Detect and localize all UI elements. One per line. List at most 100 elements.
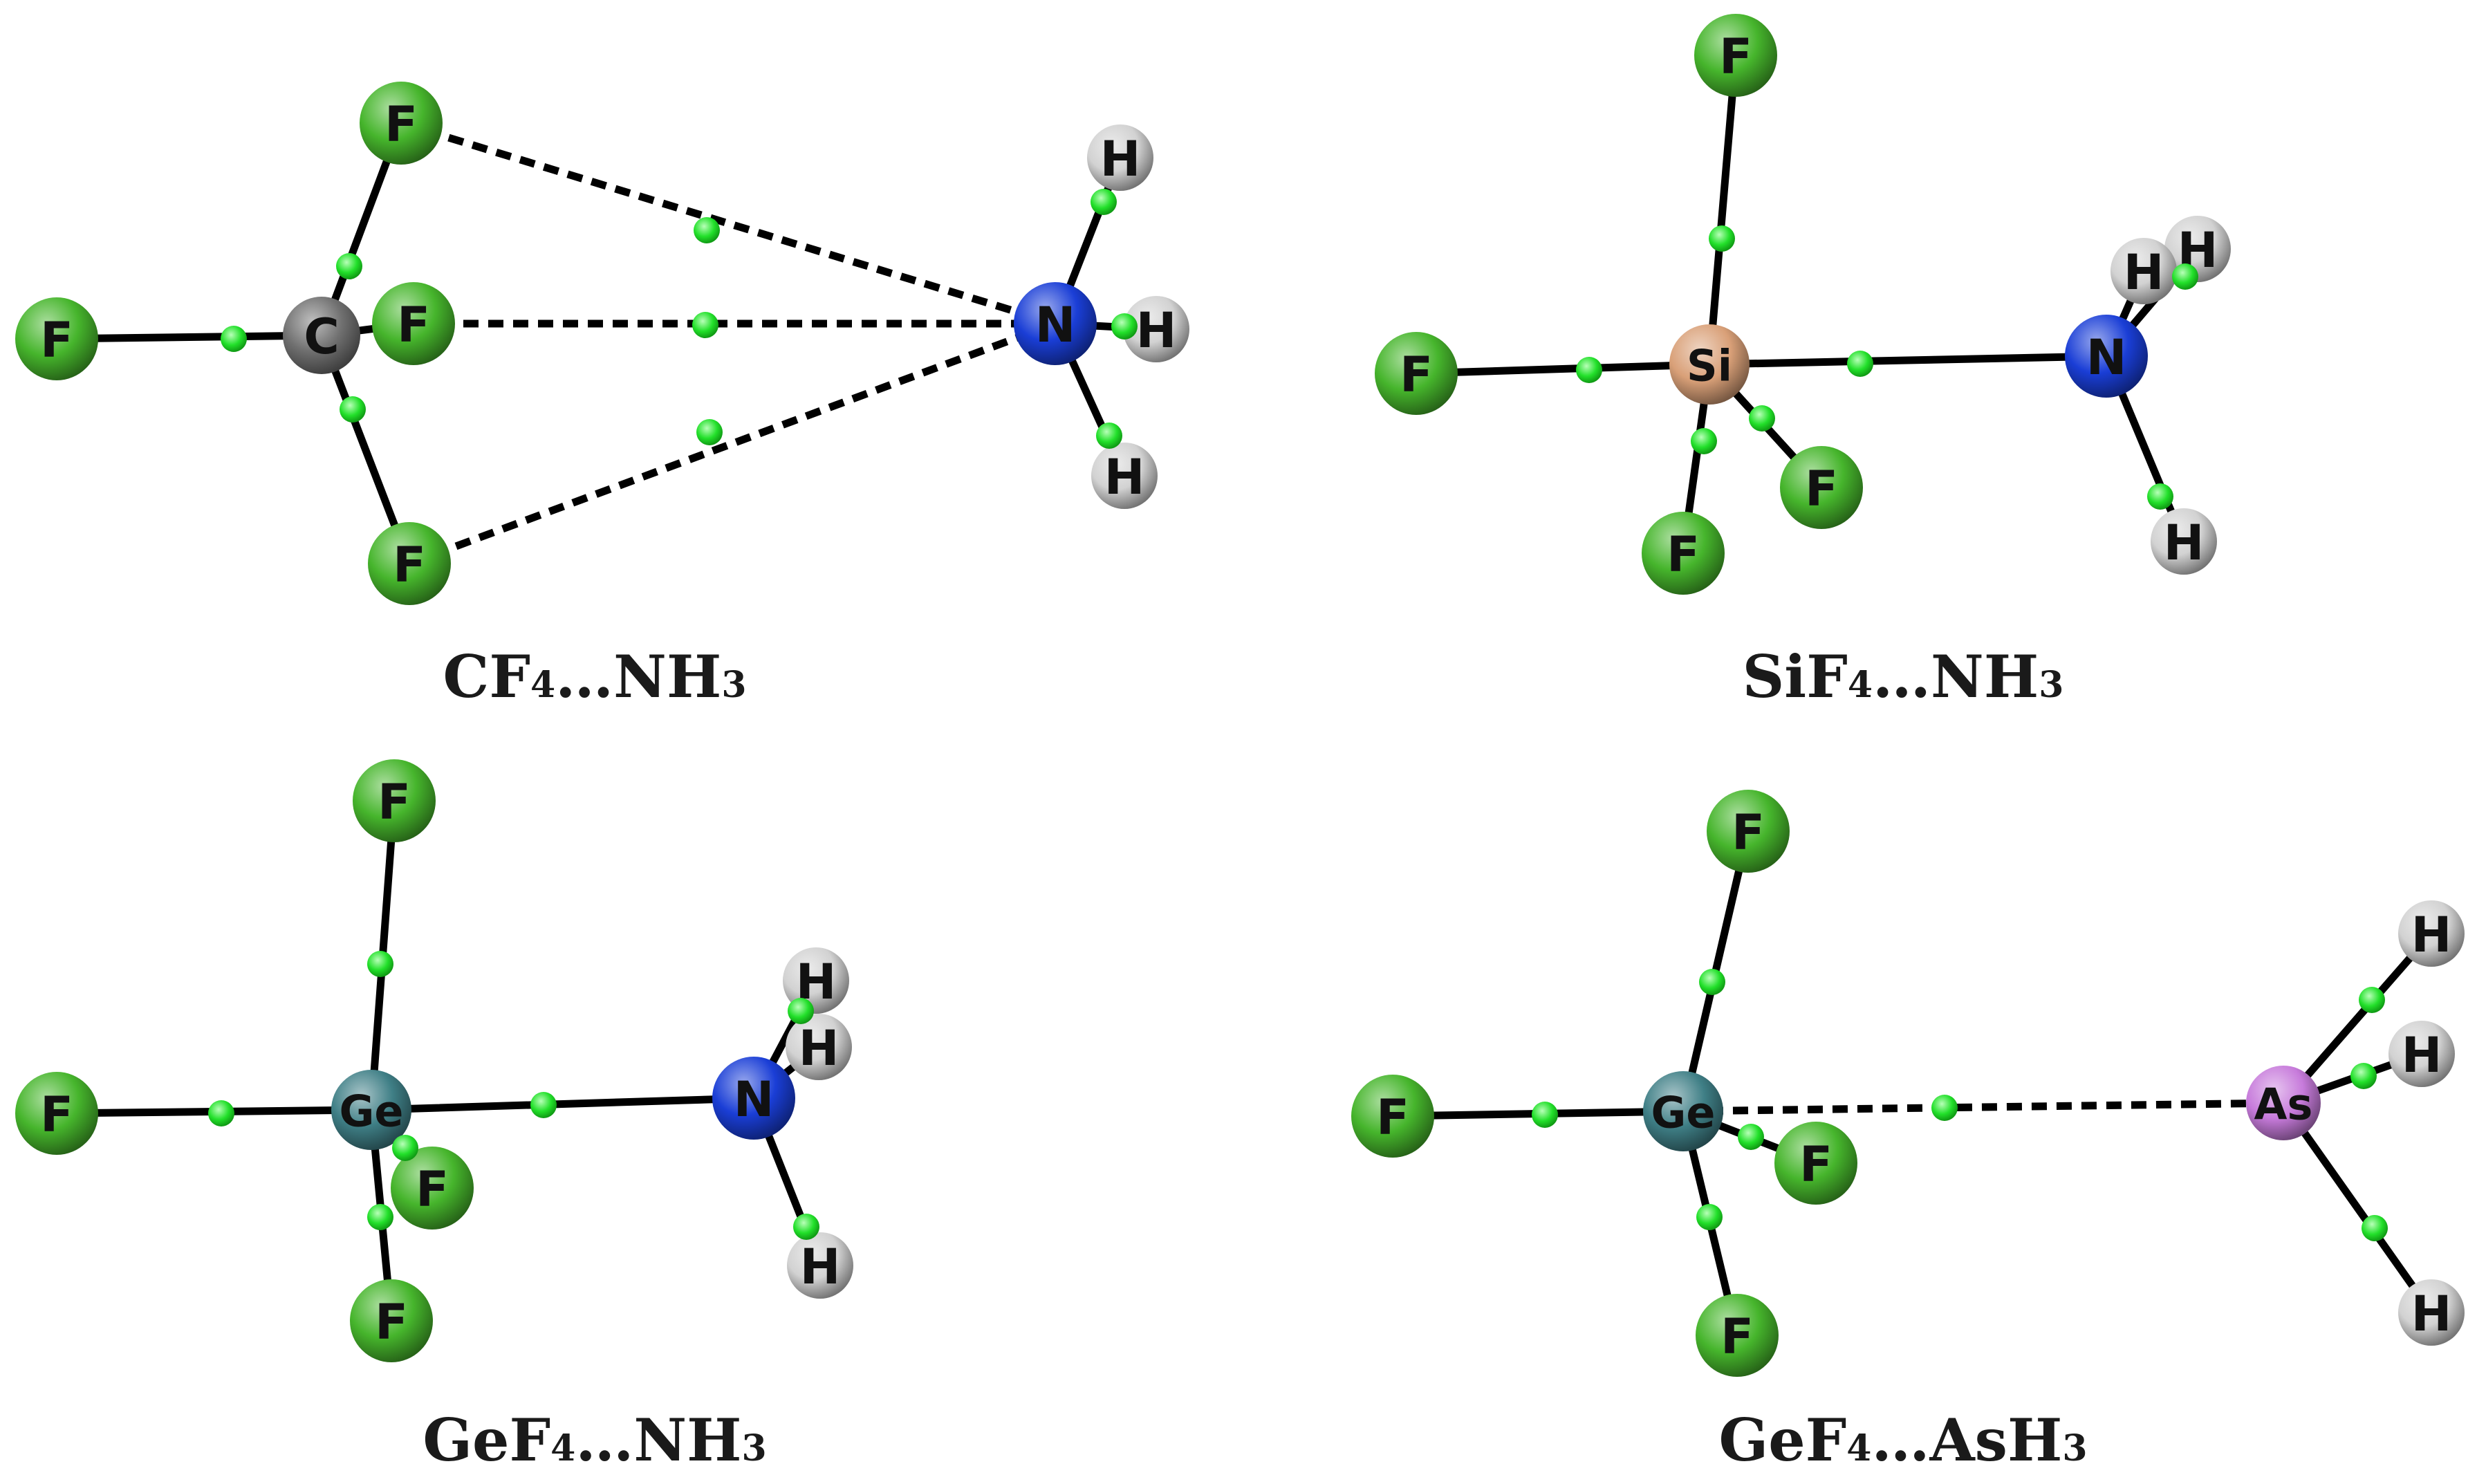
- atom-label: F: [416, 1161, 449, 1218]
- atom-f-f1: F: [1707, 790, 1790, 873]
- atom-label: H: [800, 1239, 841, 1295]
- atom-h-h2: H: [786, 1014, 852, 1080]
- bond-ge-n: [367, 1094, 758, 1114]
- atom-c-c: C: [283, 297, 360, 374]
- atom-label: F: [1799, 1136, 1833, 1193]
- bond-critical-point: [793, 1214, 819, 1240]
- atom-label: F: [393, 537, 426, 593]
- atom-f-f2: F: [15, 297, 98, 380]
- bond-c-f2: [53, 331, 326, 343]
- atom-f-f4: F: [350, 1279, 433, 1362]
- atom-f-f1: F: [353, 759, 436, 842]
- atom-label: F: [378, 774, 411, 831]
- atom-label: H: [1136, 302, 1177, 359]
- atom-label: F: [1667, 526, 1700, 583]
- bond-critical-point: [1532, 1102, 1558, 1128]
- bond-critical-point: [1691, 428, 1717, 454]
- atom-label: As: [2254, 1079, 2313, 1130]
- bond-critical-point: [2147, 483, 2173, 510]
- atom-f-f3: F: [1774, 1122, 1857, 1205]
- bond-critical-point: [1931, 1095, 1958, 1121]
- atom-label: F: [375, 1294, 408, 1351]
- bond-critical-point: [2362, 1215, 2388, 1241]
- atom-label: Si: [1687, 341, 1732, 391]
- atom-label: H: [1104, 449, 1145, 506]
- atom-h-h1: H: [2110, 238, 2177, 304]
- bond-critical-point: [2359, 987, 2385, 1013]
- atom-h-h3: H: [2151, 508, 2217, 575]
- atom-label: F: [397, 297, 430, 353]
- panel-cf4-nh3: F F C F F N H H H: [15, 82, 1189, 605]
- atom-h-h3: H: [2398, 1279, 2465, 1346]
- atom-label: F: [1719, 28, 1752, 85]
- atom-h-h3: H: [787, 1232, 853, 1299]
- atom-label: F: [40, 312, 73, 369]
- caption-sif4-nh3: SiF4…NH3: [1743, 642, 2064, 711]
- bond-si-f2: [1412, 360, 1714, 378]
- atom-label: H: [2402, 1027, 2442, 1084]
- atom-label: F: [384, 96, 418, 153]
- atom-si-si: Si: [1669, 324, 1750, 405]
- bond-critical-point: [1091, 189, 1117, 215]
- bond-critical-point: [1749, 405, 1775, 432]
- bond-as-h1: [2279, 929, 2436, 1107]
- bond-critical-point: [1847, 351, 1873, 377]
- bond-critical-point: [208, 1100, 234, 1126]
- atom-f-f1: F: [360, 82, 443, 165]
- bond-critical-point: [2172, 263, 2198, 290]
- atom-label: H: [2411, 907, 2452, 963]
- bond-si-f1: [1705, 51, 1740, 369]
- atom-as-as: As: [2246, 1066, 2321, 1140]
- atom-n-n: N: [2065, 315, 2148, 398]
- bond-critical-point: [1576, 357, 1602, 383]
- atom-h-h2: H: [1123, 296, 1189, 362]
- bond-critical-point: [1738, 1124, 1764, 1150]
- atom-h-h3: H: [1091, 443, 1158, 509]
- atom-label: N: [1035, 297, 1076, 353]
- caption-cf4-nh3: CF4…NH3: [443, 642, 746, 711]
- atom-f-f3: F: [391, 1147, 474, 1230]
- atom-label: F: [1720, 1308, 1754, 1365]
- atom-ge-ge: Ge: [1643, 1071, 1723, 1151]
- noncovalent-interaction-f4-n: [408, 319, 1057, 568]
- atom-h-h1: H: [1087, 124, 1153, 191]
- bond-critical-point: [1111, 313, 1138, 340]
- atom-f-f2: F: [1351, 1075, 1434, 1158]
- atom-f-f1: F: [1694, 14, 1777, 97]
- bond-critical-point: [692, 312, 718, 338]
- atom-f-f3: F: [1780, 446, 1863, 529]
- atom-f-f3: F: [372, 282, 455, 365]
- atom-ge-ge: Ge: [331, 1070, 411, 1150]
- bond-critical-point: [367, 1204, 393, 1230]
- caption-gef4-nh3: GeF4…NH3: [423, 1406, 766, 1474]
- atom-label: Ge: [340, 1086, 404, 1137]
- noncovalent-interaction-f1-n: [400, 119, 1057, 328]
- bond-critical-point: [2350, 1063, 2377, 1089]
- bond-critical-point: [392, 1135, 418, 1161]
- bond-critical-point: [1096, 423, 1122, 449]
- bond-critical-point: [696, 419, 723, 445]
- bond-critical-point: [336, 253, 362, 279]
- bond-critical-point: [340, 396, 366, 423]
- atom-n-n: N: [1014, 282, 1097, 365]
- bond-critical-point: [221, 326, 247, 352]
- atom-label: F: [1400, 346, 1433, 403]
- bond-critical-point: [1709, 225, 1735, 252]
- atom-label: F: [1805, 461, 1838, 517]
- atom-label: C: [304, 308, 339, 365]
- bond-critical-point: [1696, 1204, 1723, 1230]
- atom-label: H: [799, 1020, 839, 1077]
- atom-h-h2: H: [2388, 1021, 2455, 1087]
- atom-f-f4: F: [1642, 512, 1725, 595]
- atom-f-f2: F: [15, 1072, 98, 1155]
- bond-si-n: [1705, 352, 2110, 369]
- atom-h-h1: H: [2398, 900, 2465, 967]
- atom-label: N: [734, 1071, 774, 1128]
- bond-critical-point: [788, 998, 814, 1024]
- bond-critical-point: [694, 217, 720, 243]
- atom-label: F: [1376, 1089, 1409, 1146]
